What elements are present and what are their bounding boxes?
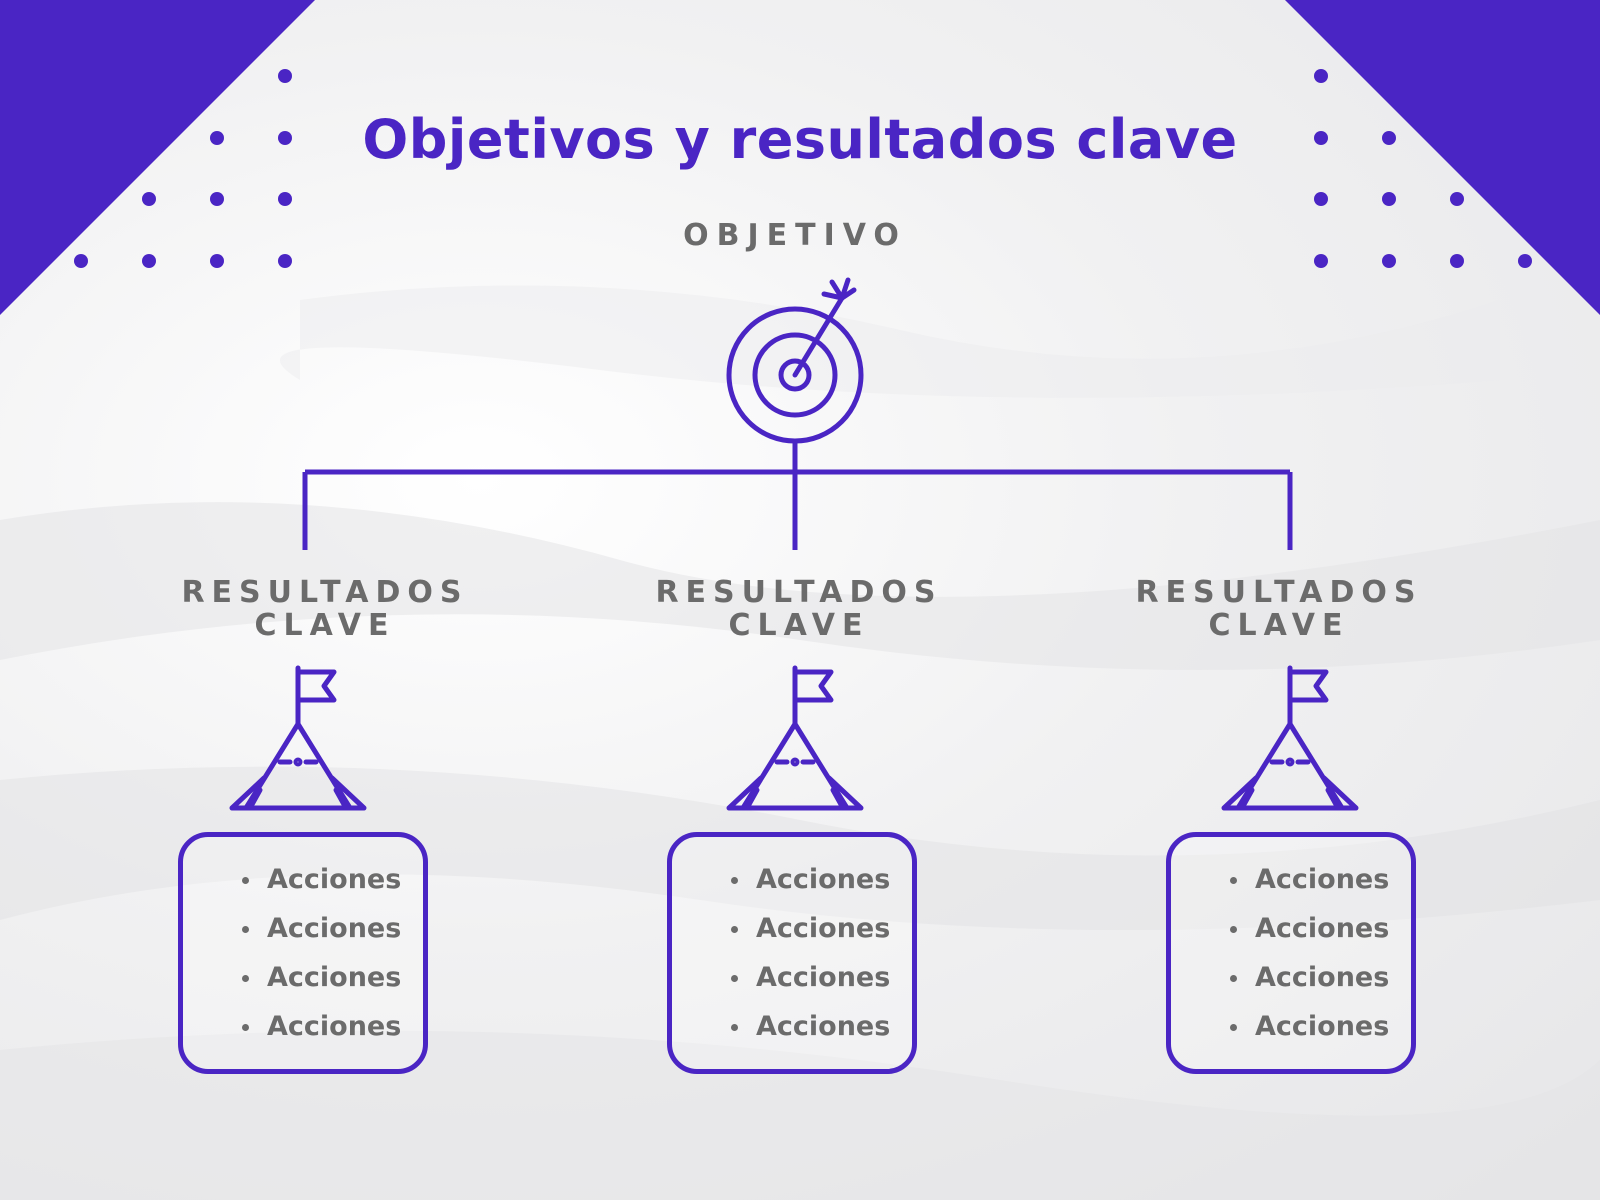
objective-label: OBJETIVO	[683, 218, 907, 253]
key-result-label-line2: CLAVE	[728, 608, 870, 643]
dot	[142, 254, 156, 268]
action-item: Acciones	[1171, 1010, 1411, 1059]
actions-list: Acciones Acciones Acciones Acciones	[672, 837, 912, 1059]
key-result-label-line2: CLAVE	[254, 608, 396, 643]
action-item: Acciones	[183, 863, 423, 912]
key-result-label-line1: RESULTADOS	[181, 575, 469, 610]
action-item: Acciones	[672, 863, 912, 912]
dot	[1314, 192, 1328, 206]
key-result-label-line1: RESULTADOS	[655, 575, 943, 610]
dot-grid-right	[1280, 0, 1600, 300]
dot	[278, 69, 292, 83]
key-result-label: RESULTADOS CLAVE	[145, 576, 505, 642]
dot	[278, 131, 292, 145]
dot	[1382, 192, 1396, 206]
action-item: Acciones	[672, 961, 912, 1010]
action-item: Acciones	[183, 1010, 423, 1059]
dot-grid-left	[0, 0, 320, 300]
dot	[1314, 131, 1328, 145]
mountain-flag-icon	[726, 665, 864, 811]
key-result-label-line1: RESULTADOS	[1135, 575, 1423, 610]
action-item: Acciones	[183, 912, 423, 961]
dot	[1314, 69, 1328, 83]
target-icon	[726, 277, 864, 444]
dot	[1518, 254, 1532, 268]
dot	[278, 192, 292, 206]
action-item: Acciones	[1171, 912, 1411, 961]
dot	[210, 131, 224, 145]
dot	[1382, 254, 1396, 268]
dot	[1382, 131, 1396, 145]
mountain-flag-icon	[229, 665, 367, 811]
dot	[1450, 254, 1464, 268]
action-item: Acciones	[1171, 961, 1411, 1010]
key-result-label: RESULTADOS CLAVE	[1099, 576, 1459, 642]
page-title: Objetivos y resultados clave	[362, 108, 1238, 171]
mountain-flag-icon	[1221, 665, 1359, 811]
dot	[278, 254, 292, 268]
actions-box: Acciones Acciones Acciones Acciones	[178, 832, 428, 1074]
actions-list: Acciones Acciones Acciones Acciones	[183, 837, 423, 1059]
actions-list: Acciones Acciones Acciones Acciones	[1171, 837, 1411, 1059]
key-result-label-line2: CLAVE	[1208, 608, 1350, 643]
dot	[1314, 254, 1328, 268]
dot	[210, 254, 224, 268]
dot	[74, 254, 88, 268]
action-item: Acciones	[183, 961, 423, 1010]
dot	[142, 192, 156, 206]
dot	[1450, 192, 1464, 206]
actions-box: Acciones Acciones Acciones Acciones	[667, 832, 917, 1074]
key-result-label: RESULTADOS CLAVE	[619, 576, 979, 642]
dot	[210, 192, 224, 206]
corner-decoration-right	[1285, 0, 1600, 315]
actions-box: Acciones Acciones Acciones Acciones	[1166, 832, 1416, 1074]
connector-lines	[302, 441, 1293, 550]
action-item: Acciones	[672, 912, 912, 961]
action-item: Acciones	[672, 1010, 912, 1059]
corner-decoration-left	[0, 0, 315, 315]
action-item: Acciones	[1171, 863, 1411, 912]
